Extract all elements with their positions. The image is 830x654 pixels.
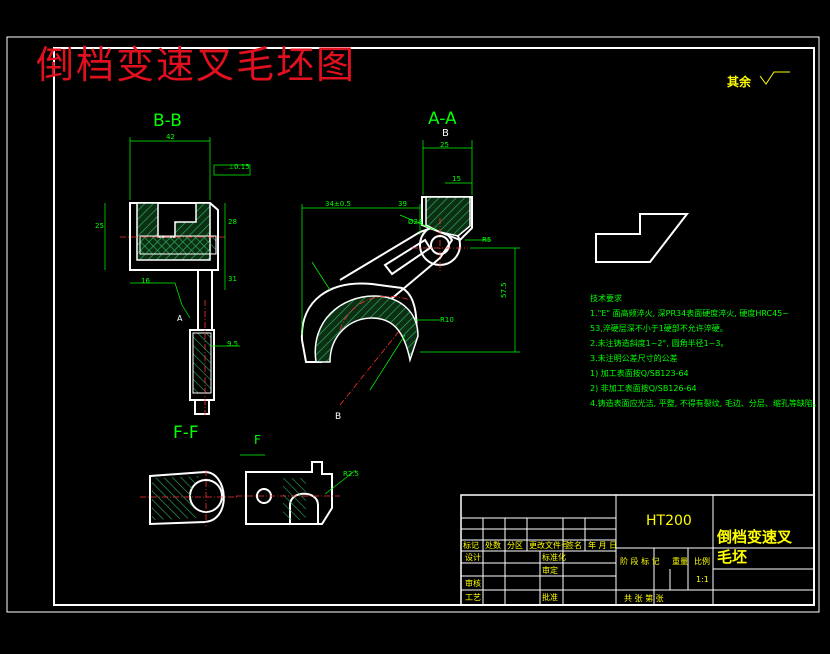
section-mark-a: A <box>177 314 183 323</box>
dim-perp-015: ⊥0.15 <box>228 163 250 171</box>
aa-fork-section <box>314 295 419 363</box>
tech-note-line: 3.未注明公差尺寸的公差 <box>590 354 678 363</box>
part-name-line-2: 毛坯 <box>717 548 748 566</box>
section-label-ff: F-F <box>173 423 199 443</box>
tb-row-change: 更改文件号 <box>529 541 569 550</box>
tech-notes-heading: 技术要求 <box>590 294 622 303</box>
dim-15: 15 <box>452 175 461 183</box>
tb-scale-value: 1:1 <box>696 575 709 584</box>
dim-r5: R5 <box>482 236 492 244</box>
tech-note-line: 2) 非加工表面按Q/SB126-64 <box>590 384 697 393</box>
dim-25: 25 <box>95 222 104 230</box>
inner-frame <box>53 47 815 606</box>
tb-approve: 批准 <box>542 593 558 602</box>
outer-frame <box>6 36 820 613</box>
part-name-line-1: 倒档变速叉 <box>717 528 793 546</box>
dim-phi24: Ø24 <box>408 218 423 226</box>
section-label-bb: B-B <box>153 111 182 131</box>
dim-345: 34±0.5 <box>325 200 351 208</box>
tb-design: 设计 <box>465 553 481 562</box>
tech-note-line: 53,淬硬层深不小于1硬部不允许淬硬。 <box>590 324 728 333</box>
surface-symbol-sketch <box>595 213 690 263</box>
tb-scale-label: 比例 <box>694 557 710 566</box>
aa-fork-outline <box>300 282 418 341</box>
tb-review: 审核 <box>465 579 481 588</box>
material-label: HT200 <box>646 513 692 529</box>
title-block <box>460 494 815 606</box>
section-mark-b-bottom: B <box>335 412 342 422</box>
dim-31: 31 <box>228 275 237 283</box>
dim-42: 42 <box>166 133 175 141</box>
tb-row-sign: 签名 <box>566 541 582 550</box>
dim-r25: R2.5 <box>343 470 359 478</box>
part-name: 倒档变速叉 毛坯 <box>717 527 792 567</box>
tb-sheet: 共 张 第 张 <box>624 594 664 603</box>
aa-top-section <box>425 196 471 237</box>
section-label-aa: A-A <box>428 109 457 129</box>
tech-note-line: 4.铸造表面应光洁, 平整, 不得有裂纹, 毛边、分层、缩孔等缺陷。 <box>590 399 821 408</box>
dim-39: 39 <box>398 200 407 208</box>
dim-16: 16 <box>141 277 150 285</box>
dim-95: 9.5 <box>227 340 239 348</box>
view-mark-f: F <box>254 433 261 447</box>
tech-note-line: 1) 加工表面按Q/SB123-64 <box>590 369 689 378</box>
tb-row-mark: 标记 <box>463 541 479 550</box>
tb-row-date: 年 月 日 <box>588 541 618 550</box>
dim-28: 28 <box>228 218 237 226</box>
rest-roughness-label: 其余 <box>727 75 752 89</box>
tb-row-count: 处数 <box>485 541 501 550</box>
dim-25-aa: 25 <box>440 141 449 149</box>
tb-weight: 重量 <box>672 557 688 566</box>
dim-575: 57.5 <box>500 282 508 298</box>
tb-check: 审定 <box>542 566 558 575</box>
tech-notes: 技术要求 1."E" 面高频淬火, 深PR34表面硬度淬火, 硬度HRC45~ … <box>590 291 821 411</box>
ff-left-part <box>149 470 225 526</box>
ff-right-part <box>245 461 333 525</box>
drawing-title: 倒档变速叉毛坯图 <box>36 43 357 87</box>
tb-stage-mark: 阶 段 标 记 <box>620 557 660 566</box>
tb-craft: 工艺 <box>465 593 481 602</box>
tech-note-line: 1."E" 面高频淬火, 深PR34表面硬度淬火, 硬度HRC45~ <box>590 309 789 318</box>
dim-r10: R10 <box>440 316 454 324</box>
tb-standard: 标准化 <box>542 553 566 562</box>
tb-row-zone: 分区 <box>507 541 523 550</box>
tech-note-line: 2.未注铸造斜度1~2°, 圆角半径1~3。 <box>590 339 729 348</box>
section-mark-b-top: B <box>442 128 449 139</box>
